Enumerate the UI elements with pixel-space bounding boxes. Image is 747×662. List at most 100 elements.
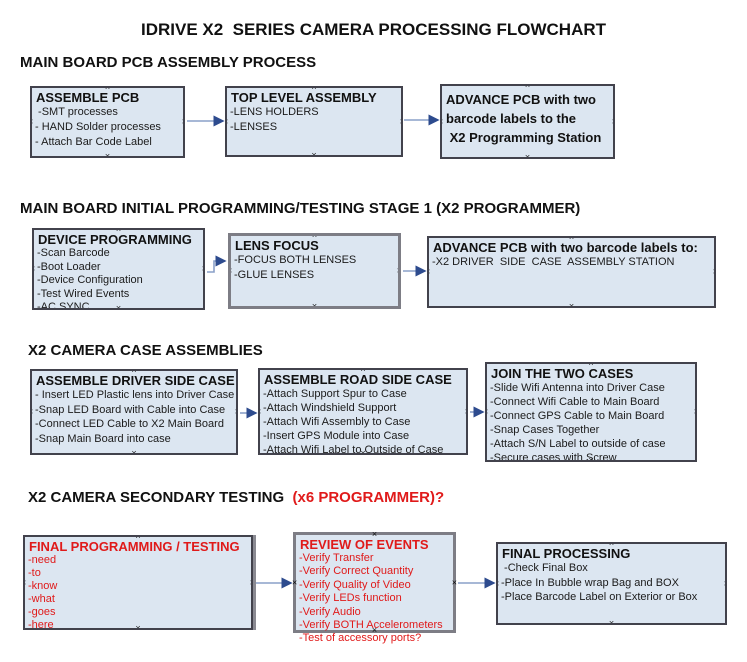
connection-handle-icon: × (694, 407, 695, 417)
flow-box[interactable]: JOIN THE TWO CASES-Slide Wifi Antenna in… (485, 362, 697, 462)
flow-box[interactable]: FINAL PROGRAMMING / TESTING-need-to-know… (23, 535, 253, 630)
connection-handle-icon: × (182, 117, 183, 127)
flow-box-title: ASSEMBLE PCB (36, 90, 140, 105)
flow-box-item: -Test Wired Events (37, 287, 130, 300)
connection-handle-icon: × (135, 535, 141, 541)
flow-box-item: -need (28, 554, 57, 566)
connection-handle-icon: × (131, 448, 137, 455)
connection-handle-icon: × (429, 267, 430, 277)
section-heading-text: X2 CAMERA SECONDARY TESTING (28, 489, 289, 506)
flow-box-item: -X2 DRIVER SIDE CASE ASSEMBLY STATION (432, 256, 675, 268)
flow-box-item: -Place Barcode Label on Exterior or Box (501, 591, 698, 603)
connection-handle-icon: × (360, 368, 366, 374)
connection-handle-icon: × (360, 448, 366, 455)
connection-handle-icon: × (400, 117, 401, 126)
flow-box-item: -Place In Bubble wrap Bag and BOX (501, 576, 679, 589)
flow-box-title: LENS FOCUS (235, 238, 319, 253)
connection-handle-icon: × (713, 267, 714, 277)
connection-handle-icon: × (498, 579, 499, 588)
connection-handle-icon: × (371, 625, 378, 635)
flow-box-item: -Test of accessory ports? (299, 632, 422, 645)
flow-box-title: FINAL PROGRAMMING / TESTING (29, 539, 240, 554)
flow-box-title: ADVANCE PCB with two barcode labels to: (433, 240, 698, 255)
flow-box-item: -Scan Barcode (37, 247, 110, 259)
section-heading-text: X2 CAMERA CASE ASSEMBLIES (28, 342, 263, 359)
connection-handle-icon: × (311, 86, 317, 92)
flow-arrow[interactable] (207, 255, 227, 273)
connection-handle-icon: × (568, 236, 575, 242)
flow-box-item: -to (28, 567, 41, 579)
flow-box-item: -Boot Loader (37, 260, 101, 273)
section-heading: MAIN BOARD PCB ASSEMBLY PROCESS (20, 54, 316, 71)
flow-box-item: -Insert GPS Module into Case (263, 430, 410, 442)
connection-handle-icon: × (524, 84, 531, 90)
flow-box-title: X2 Programming Station (446, 130, 602, 145)
flow-box-title: REVIEW OF EVENTS (300, 537, 429, 552)
connection-handle-icon: × (131, 369, 137, 375)
flow-box-item: -Snap Cases Together (490, 424, 600, 436)
flow-box-item: -Attach Wifi Label to Outside of Case (263, 444, 444, 455)
flow-box-item: - Attach Bar Code Label (35, 136, 152, 148)
flow-box[interactable]: REVIEW OF EVENTS-Verify Transfer-Verify … (292, 529, 457, 645)
flow-box-item: -Slide Wifi Antenna into Driver Case (490, 382, 665, 394)
connection-handle-icon: × (608, 618, 615, 625)
flow-box-item: - Insert LED Plastic lens into Driver Ca… (35, 389, 235, 401)
flow-box-item: -Verify Quality of Video (299, 578, 411, 591)
section-heading-text: MAIN BOARD INITIAL PROGRAMMING/TESTING S… (20, 200, 581, 217)
flow-box[interactable]: ASSEMBLE DRIVER SIDE CASE- Insert LED Pl… (30, 369, 238, 455)
connection-handle-icon: × (260, 407, 261, 416)
connection-handle-icon: × (115, 228, 122, 234)
connection-handle-icon: × (104, 86, 111, 92)
flow-box-item: -Connect Wifi Cable to Main Board (490, 396, 660, 408)
flow-box[interactable]: TOP LEVEL ASSEMBLY-LENS HOLDERS-LENSES××… (225, 86, 403, 157)
connection-handle-icon: × (311, 301, 318, 309)
flow-box-item: -Snap LED Board with Cable into Case (35, 403, 226, 416)
flow-box-item: -know (28, 580, 58, 592)
connection-handle-icon: × (202, 264, 203, 274)
section-heading: X2 CAMERA CASE ASSEMBLIES (28, 342, 263, 359)
flow-box-item: -Attach Wifi Assembly to Case (263, 416, 411, 428)
flow-box[interactable]: ADVANCE PCB with two barcode labels to:-… (427, 236, 716, 308)
connection-handle-icon: × (524, 152, 531, 159)
connection-handle-icon: × (231, 266, 232, 276)
flow-box-title: DEVICE PROGRAMMING (38, 232, 192, 247)
flow-box-title: ASSEMBLE DRIVER SIDE CASE (36, 373, 235, 388)
connection-handle-icon: × (311, 233, 318, 240)
section-heading-red-text: (x6 PROGRAMMER)? (288, 489, 445, 506)
flow-box-item: -Device Configuration (37, 274, 143, 287)
flow-box-item: -Check Final Box (501, 562, 588, 574)
connection-handle-icon: × (104, 151, 111, 158)
connection-handle-icon: × (724, 579, 725, 588)
flow-box[interactable]: ASSEMBLE PCB -SMT processes - HAND Solder… (30, 86, 185, 158)
flow-box[interactable]: FINAL PROCESSING -Check Final Box -Place … (496, 542, 727, 625)
flow-box-item: -SMT processes (35, 106, 118, 118)
flow-box[interactable]: LENS FOCUS-FOCUS BOTH LENSES-GLUE LENSES… (228, 233, 401, 309)
connection-handle-icon: × (32, 407, 33, 417)
connection-handle-icon: × (568, 301, 575, 308)
connection-handle-icon: × (115, 303, 122, 310)
flow-box-item: -what (28, 593, 55, 605)
connection-handle-icon: × (442, 117, 443, 126)
connection-handle-icon: × (292, 577, 298, 587)
connection-handle-icon: × (235, 407, 236, 417)
flow-box-item: -GLUE LENSES (234, 268, 315, 281)
section-heading-text: MAIN BOARD PCB ASSEMBLY PROCESS (20, 54, 317, 71)
flow-box-item: -AC SYNC (37, 301, 90, 310)
connection-handle-icon: × (32, 117, 33, 127)
flow-box[interactable]: ASSEMBLE ROAD SIDE CASE-Attach Support S… (258, 368, 468, 455)
connection-handle-icon: × (311, 150, 317, 157)
flow-box-item: -Attach Support Spur to Case (263, 388, 407, 400)
flow-box-item: -Snap Main Board into case (35, 432, 171, 445)
connection-handle-icon: × (250, 578, 251, 587)
flow-box[interactable]: DEVICE PROGRAMMING-Scan Barcode-Boot Loa… (32, 228, 205, 310)
flow-box-title: FINAL PROCESSING (502, 546, 631, 561)
flow-box-title: ADVANCE PCB with two (446, 92, 596, 107)
connection-handle-icon: × (588, 455, 594, 462)
connection-handle-icon: × (371, 529, 378, 539)
flow-box-item: -LENS HOLDERS (230, 106, 319, 118)
flow-box-item: - HAND Solder processes (35, 121, 161, 133)
flow-box-item: -Connect LED Cable to X2 Main Board (35, 418, 224, 430)
flow-box-item: -here (28, 619, 54, 630)
flow-box-item: -Verify BOTH Accelerometers (299, 619, 443, 632)
